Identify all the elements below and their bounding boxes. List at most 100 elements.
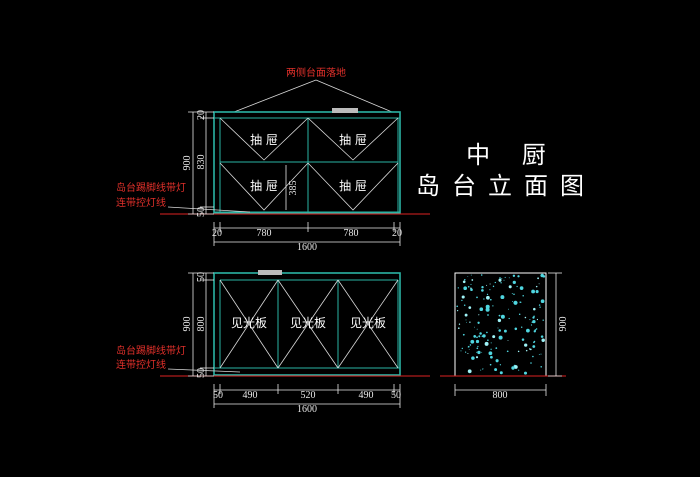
bottom-vdim-900: 900 [182, 317, 193, 332]
sparkle-dot [476, 347, 479, 350]
sparkle-dot [524, 316, 527, 319]
sparkle-dot [469, 321, 471, 323]
bottom-hdim-490-left: 490 [243, 390, 258, 401]
top-cabinet-body [213, 111, 401, 214]
sparkle-dot [512, 280, 516, 285]
sparkle-dot [517, 275, 520, 278]
sparkle-dot [456, 309, 459, 312]
sparkle-dot [540, 299, 545, 304]
sparkle-dot [500, 314, 505, 319]
sparkle-dot [494, 281, 496, 284]
sparkle-dot [508, 317, 510, 320]
bottom-elevation: 见光板 见光板 见光板 岛台踢脚线带灯 连带控灯线 50 800 900 50 … [116, 270, 430, 415]
sparkle-dot [470, 339, 475, 344]
sparkle-dot [498, 314, 501, 317]
sparkle-dot [480, 369, 482, 371]
sparkle-dot [504, 276, 506, 278]
sparkle-dot [519, 286, 524, 290]
side-view: 900 800 [440, 272, 569, 401]
sparkle-dot [512, 301, 514, 302]
sparkle-dot [477, 350, 481, 355]
sparkle-dot [542, 319, 544, 321]
sparkle-dot [466, 321, 467, 323]
bottom-hdim-520: 520 [301, 390, 316, 401]
sparkle-dot [467, 369, 472, 374]
inner-dim-text: 385 [288, 181, 299, 196]
sparkle-dot [540, 275, 542, 277]
sparkle-dot [495, 359, 499, 363]
sparkle-dot [492, 335, 496, 339]
sparkle-dot [532, 345, 536, 348]
sparkle-dot [483, 298, 485, 300]
sparkle-dot [464, 278, 466, 281]
sparkle-dot [492, 285, 495, 288]
drawer-3-label: 抽 屉 [250, 179, 278, 193]
sparkle-dot [484, 341, 489, 346]
panel-2-diag-b [277, 279, 339, 369]
sparkle-dot [460, 350, 462, 352]
top-total-width: 1600 [297, 242, 317, 253]
sparkle-dot [539, 306, 541, 308]
sparkle-dot [518, 369, 520, 371]
side-height-dim: 900 [558, 317, 569, 332]
sparkle-dot [513, 300, 518, 305]
sparkle-dot [461, 299, 463, 302]
sparkle-dot [490, 342, 492, 344]
sparkle-dot [462, 333, 465, 336]
sparkle-dot [477, 345, 479, 348]
top-note-line2: 连带控灯线 [116, 196, 166, 209]
title-line-2: 岛台立面图 [416, 172, 596, 200]
sparkle-dot [521, 338, 525, 341]
stone-texture [456, 273, 546, 375]
sparkle-dot [533, 307, 536, 311]
sparkle-dot [530, 324, 533, 326]
bottom-cabinet-body [213, 272, 401, 376]
sparkle-dot [531, 289, 536, 294]
callout-leader-right [315, 79, 393, 113]
sparkle-dot [486, 308, 489, 311]
sparkle-dot [540, 366, 542, 368]
sparkle-dot [498, 278, 502, 282]
sparkle-dot [531, 321, 533, 323]
sparkle-dot [530, 362, 532, 364]
sparkle-dot [507, 308, 509, 310]
sparkle-dot [458, 323, 461, 325]
bottom-total-width: 1600 [297, 404, 317, 415]
sparkle-dot [462, 280, 466, 284]
sparkle-dot [532, 355, 534, 358]
sparkle-dot [507, 339, 509, 341]
sparkle-dot [541, 338, 545, 342]
sparkle-dot [469, 344, 472, 346]
sparkle-dot [481, 289, 484, 292]
sparkle-dot [499, 364, 502, 366]
sparkle-dot [540, 335, 544, 338]
sparkle-dot [486, 331, 488, 334]
drawer-1-label: 抽 屉 [250, 133, 278, 147]
drawer-4-diagonal [307, 162, 399, 211]
sparkle-dot [470, 274, 472, 276]
sparkle-dot [514, 327, 518, 331]
drawer-3-diagonal [219, 162, 309, 211]
sparkle-dot [465, 319, 467, 321]
sparkle-dot [486, 284, 488, 286]
sparkle-dot [500, 282, 502, 284]
sparkle-dot [457, 287, 459, 289]
sparkle-dot [487, 339, 489, 341]
top-hdim-20-left: 20 [212, 228, 222, 239]
sparkle-dot [471, 356, 475, 360]
drawer-4-label: 抽 屉 [339, 179, 367, 193]
top-elevation: 两侧台面落地 抽 屉 抽 屉 抽 屉 抽 屉 385 岛台踢脚线带灯 连带控灯线 [116, 66, 430, 253]
sparkle-dot [487, 314, 489, 316]
drawer-1-diagonal [219, 117, 309, 161]
sparkle-dot [536, 318, 539, 321]
sparkle-dot [519, 301, 521, 303]
sparkle-dot [492, 305, 494, 307]
sparkle-dot [538, 283, 540, 285]
sparkle-dot [495, 347, 498, 349]
sparkle-dot [489, 298, 492, 301]
sparkle-dot [485, 304, 490, 309]
sparkle-dot [537, 277, 539, 280]
sparkle-dot [468, 306, 472, 309]
sparkle-dot [511, 366, 515, 370]
sparkle-dot [464, 313, 468, 317]
